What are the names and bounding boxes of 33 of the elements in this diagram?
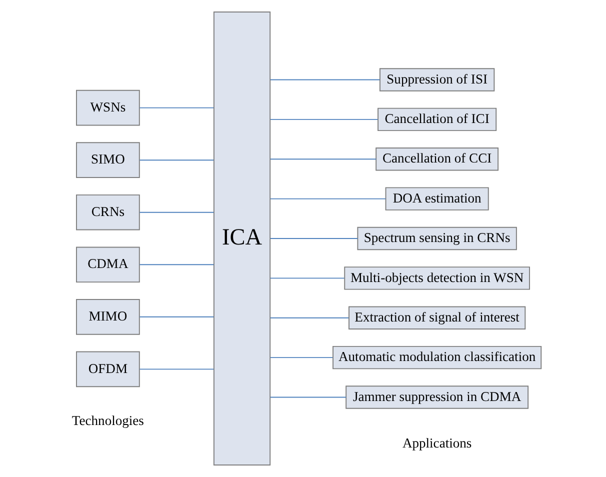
connector: [270, 278, 345, 279]
node-box: OFDM: [76, 351, 140, 388]
connector: [270, 357, 334, 358]
node-box: Multi-objects detection in WSN: [344, 266, 530, 290]
node-box: ICA: [213, 12, 271, 466]
label: Applications: [402, 435, 472, 450]
node-box: Extraction of signal of interest: [348, 306, 526, 330]
connector: [139, 160, 214, 161]
connector: [270, 79, 380, 80]
connector: [270, 317, 350, 318]
connector: [139, 316, 214, 318]
node-box: CDMA: [76, 246, 140, 283]
connector: [139, 107, 214, 108]
node-box: Automatic modulation classification: [332, 346, 542, 370]
label: Technologies: [72, 413, 144, 428]
connector: [270, 238, 358, 239]
connector: [270, 396, 347, 398]
node-box: Cancellation of ICI: [378, 108, 497, 132]
node-box: Jammer suppression in CDMA: [346, 386, 529, 409]
connector: [270, 118, 378, 120]
node-box: SIMO: [76, 142, 140, 178]
node-box: DOA estimation: [385, 187, 489, 210]
node-box: MIMO: [76, 299, 140, 335]
connector: [139, 212, 214, 213]
node-box: Spectrum sensing in CRNs: [357, 226, 517, 250]
connector: [270, 198, 386, 200]
connector: [139, 264, 214, 266]
node-box: Suppression of ISI: [379, 68, 495, 92]
connector: [270, 158, 377, 160]
node-box: WSNs: [76, 90, 140, 126]
connector: [139, 368, 214, 370]
node-box: CRNs: [76, 194, 140, 230]
node-box: Cancellation of CCI: [376, 148, 499, 171]
